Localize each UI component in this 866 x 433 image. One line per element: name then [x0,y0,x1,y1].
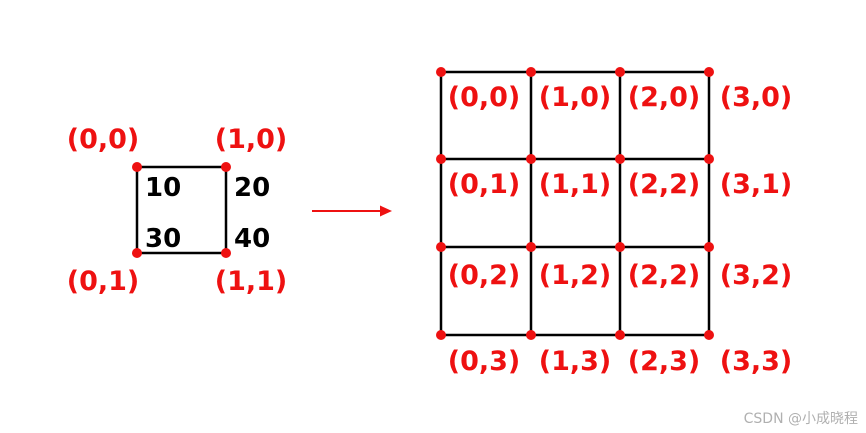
small-value-1-0: 20 [234,173,270,203]
big-grid-dot [704,242,714,252]
small-value-0-1: 30 [145,224,181,254]
small-corner-dot-1-1 [221,248,231,258]
small-corner-dot-0-1 [132,248,142,258]
big-grid-label: (0,3) [448,346,521,377]
big-grid-lines [439,70,711,337]
big-grid-dot [526,330,536,340]
big-grid-dot [704,330,714,340]
big-grid-dot [615,242,625,252]
big-grid-dot [615,330,625,340]
big-grid-dot [436,242,446,252]
big-grid: (0,0) (1,0) (2,0) (3,0) (0,1) (1,1) (2,2) (3,1)… [436,67,792,377]
small-corner-label-1-0: (1,0) [215,124,288,155]
big-grid-label: (1,1) [539,169,612,200]
big-grid-dot [436,154,446,164]
big-grid-label: (0,2) [448,260,521,291]
big-grid-label: (2,0) [628,82,701,113]
big-grid-label: (3,2) [720,260,793,291]
big-grid-dot [615,67,625,77]
big-grid-dots [436,67,714,340]
right-arrow [312,205,392,217]
big-grid-label: (3,3) [720,346,793,377]
big-grid-dot [526,154,536,164]
big-grid-label: (2,2) [628,169,701,200]
big-grid-label: (1,3) [539,346,612,377]
big-grid-label: (2,2) [628,260,701,291]
big-grid-dot [526,242,536,252]
big-grid-dot [526,67,536,77]
big-grid-label: (2,3) [628,346,701,377]
small-corner-label-0-0: (0,0) [67,124,140,155]
small-corner-dot-0-0 [132,162,142,172]
small-value-1-1: 40 [234,224,270,254]
big-grid-dot [704,67,714,77]
big-grid-dot [615,154,625,164]
big-grid-label: (1,2) [539,260,612,291]
small-corner-label-1-1: (1,1) [215,266,288,297]
big-grid-labels: (0,0) (1,0) (2,0) (3,0) (0,1) (1,1) (2,2) (3,1)… [448,82,793,377]
big-grid-dot [436,67,446,77]
big-grid-label: (0,0) [448,82,521,113]
small-corner-dot-1-0 [221,162,231,172]
big-grid-dot [704,154,714,164]
small-grid: (0,0) (1,0) (0,1) (1,1) 10 20 30 40 [67,124,288,297]
small-value-0-0: 10 [145,173,181,203]
small-grid-square [135,165,228,255]
watermark-text: CSDN @小成晓程 [744,411,858,427]
big-grid-dot [436,330,446,340]
big-grid-label: (1,0) [539,82,612,113]
big-grid-label: (3,0) [720,82,793,113]
small-corner-label-0-1: (0,1) [67,266,140,297]
big-grid-label: (0,1) [448,169,521,200]
big-grid-label: (3,1) [720,169,793,200]
